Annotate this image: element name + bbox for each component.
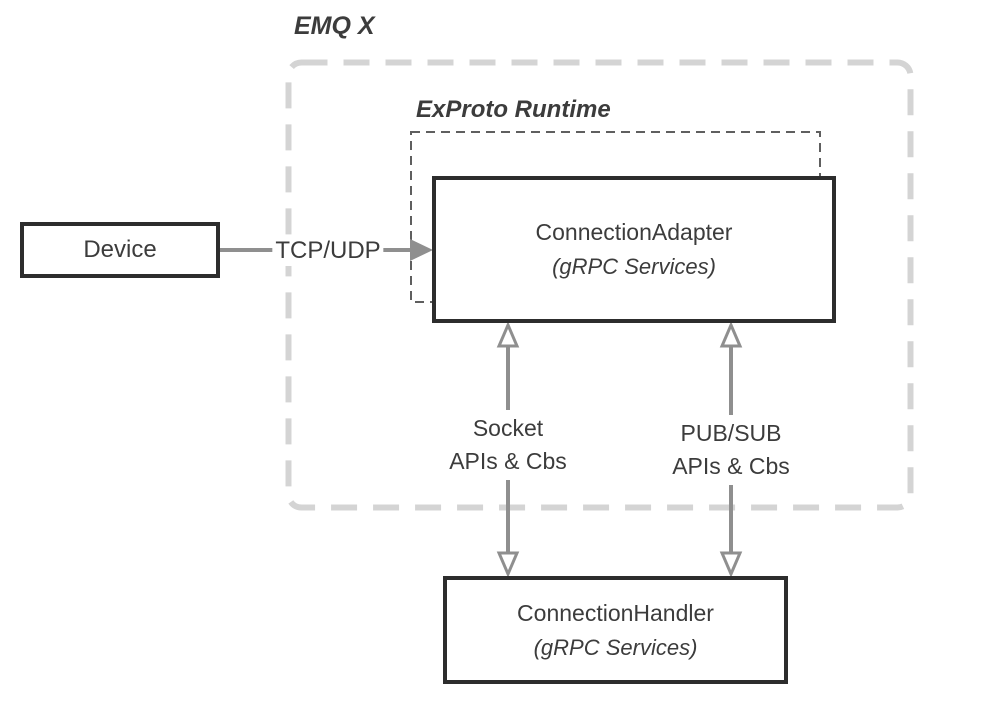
connection-handler-title: ConnectionHandler — [517, 599, 714, 626]
emqx-group-label: EMQ X — [294, 12, 375, 40]
exproto-runtime-label: ExProto Runtime — [416, 96, 611, 123]
socket-edge-label: Socket APIs & Cbs — [441, 410, 575, 480]
tcp-udp-edge-label: TCP/UDP — [272, 236, 384, 266]
emqx-group-boundary — [285, 59, 914, 511]
device-node: Device — [20, 222, 220, 278]
connection-adapter-node: ConnectionAdapter (gRPC Services) — [432, 176, 836, 323]
pubsub-arrowhead-up — [719, 321, 743, 348]
pubsub-arrowhead-down — [719, 551, 743, 578]
socket-arrowhead-up — [496, 321, 520, 348]
socket-arrowhead-down — [496, 551, 520, 578]
tcp-udp-arrowhead — [410, 239, 433, 261]
connection-adapter-subtitle: (gRPC Services) — [552, 254, 716, 279]
pubsub-edge-label-line1: PUB/SUB — [680, 420, 782, 446]
device-node-title: Device — [83, 236, 157, 263]
socket-edge-label-line1: Socket — [472, 415, 544, 441]
socket-edge-label-line2: APIs & Cbs — [449, 448, 567, 474]
connection-handler-node: ConnectionHandler (gRPC Services) — [443, 576, 788, 684]
connection-adapter-title: ConnectionAdapter — [535, 219, 733, 245]
pubsub-edge-label: PUB/SUB APIs & Cbs — [664, 415, 798, 485]
connection-handler-subtitle: (gRPC Services) — [533, 634, 698, 660]
pubsub-edge-label-line2: APIs & Cbs — [672, 453, 790, 479]
